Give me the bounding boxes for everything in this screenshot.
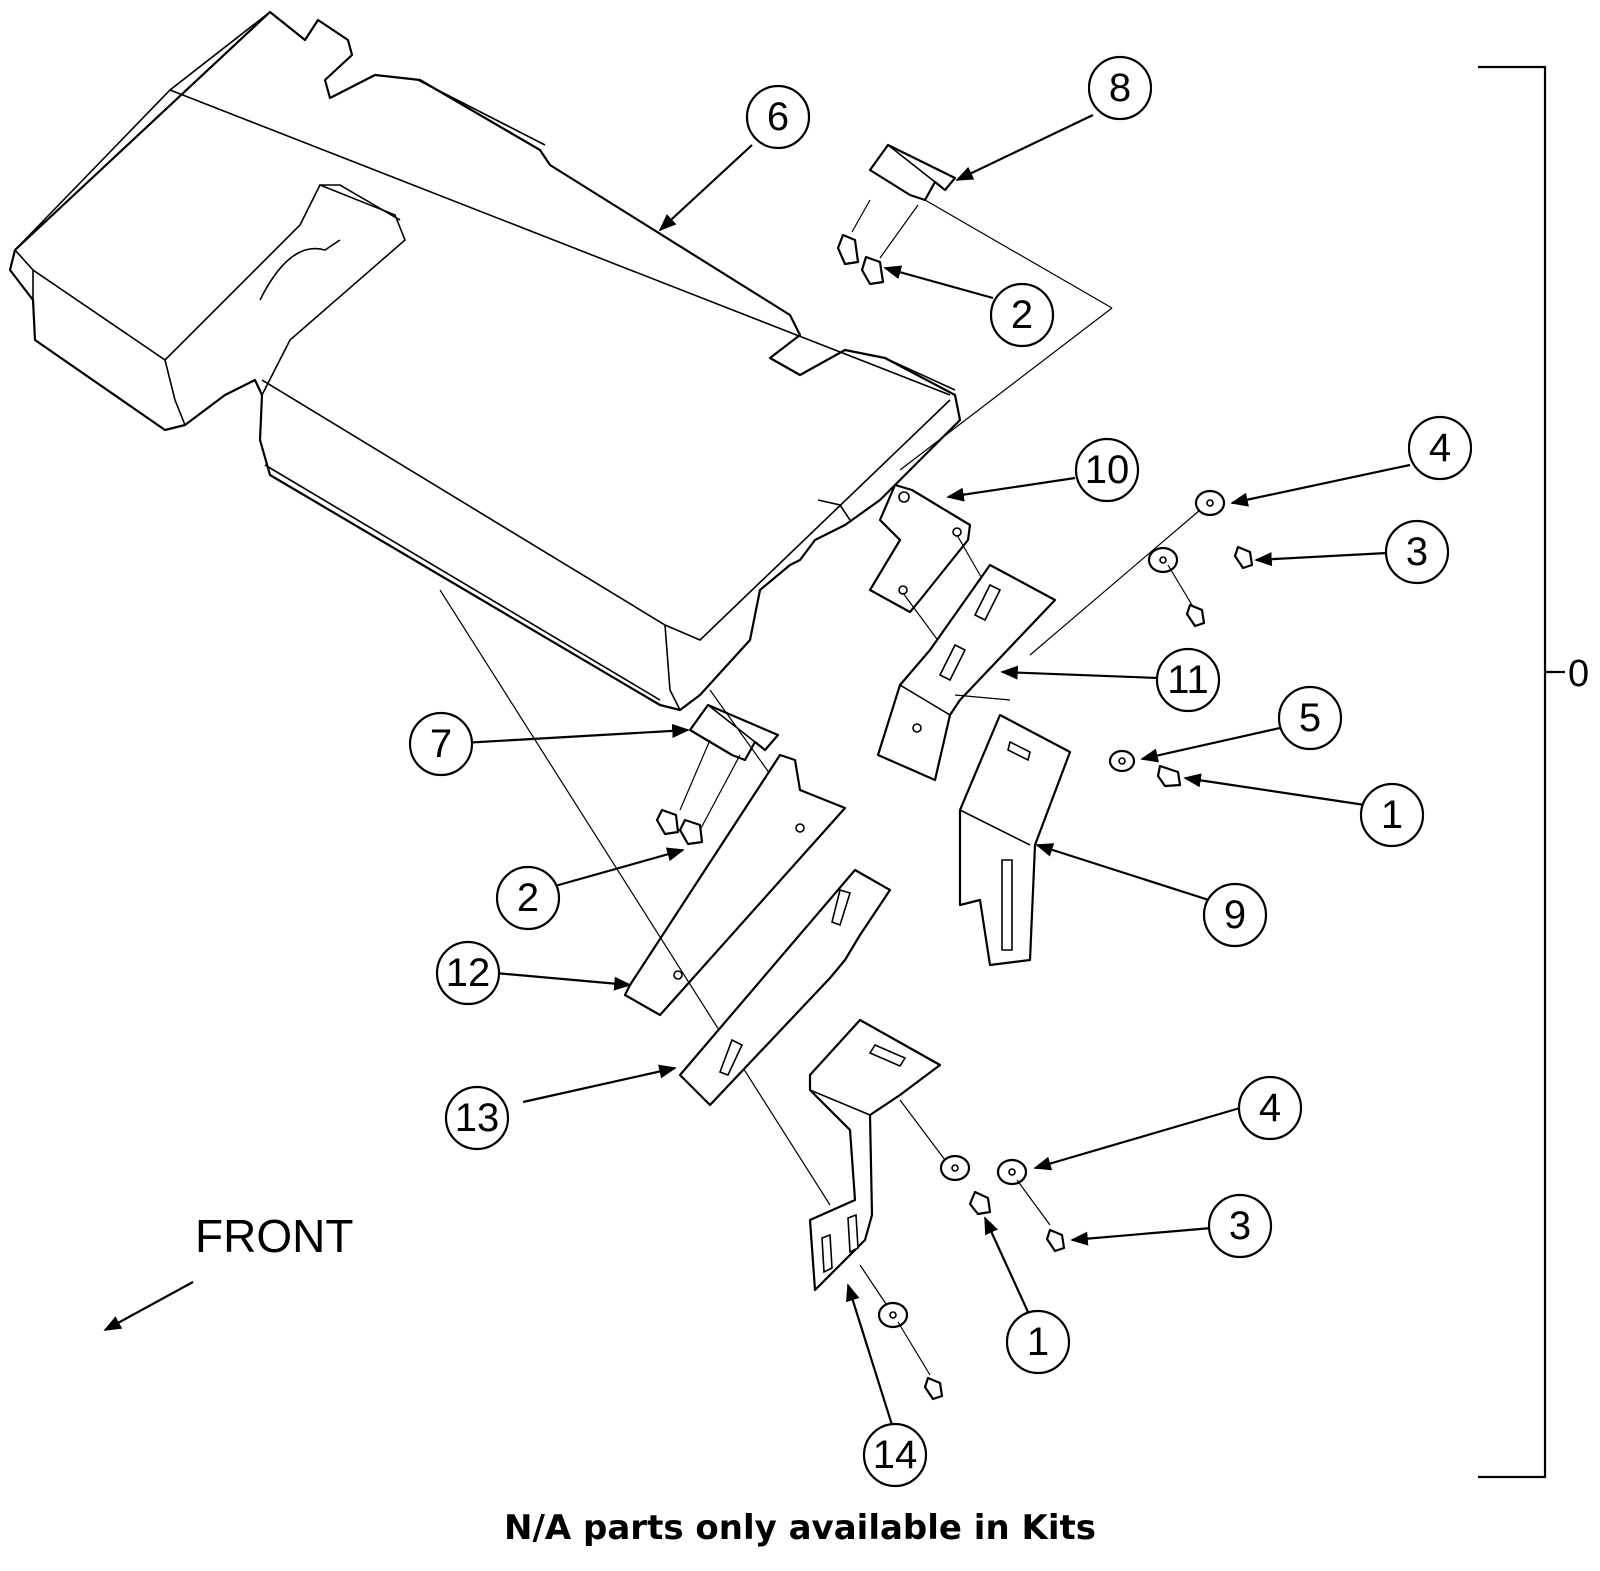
callout-11: 11 — [1155, 647, 1221, 713]
part-1-screw-lower — [968, 1190, 992, 1216]
part-2-screws-top — [836, 233, 885, 286]
svg-text:2: 2 — [517, 876, 539, 920]
callout-7: 7 — [408, 711, 474, 777]
callout-10: 10 — [1074, 437, 1140, 503]
svg-text:3: 3 — [1406, 530, 1428, 574]
part-3-screws-lower — [923, 1228, 1066, 1401]
part-5-washer — [1108, 749, 1136, 773]
callout-1-right: 1 — [1359, 782, 1425, 848]
callout-8: 8 — [1087, 55, 1153, 121]
svg-text:4: 4 — [1429, 426, 1451, 470]
callout-13: 13 — [444, 1085, 510, 1151]
callout-2-lower: 2 — [495, 865, 561, 931]
svg-text:14: 14 — [873, 1433, 918, 1477]
svg-text:2: 2 — [1011, 293, 1033, 337]
assembly-bracket — [1478, 65, 1565, 1479]
front-arrow-icon — [103, 1281, 194, 1331]
callout-14: 14 — [862, 1422, 928, 1488]
callout-4-upper: 4 — [1407, 415, 1473, 481]
svg-text:8: 8 — [1109, 66, 1131, 110]
svg-text:3: 3 — [1229, 1204, 1251, 1248]
part-4-washers-upper — [1147, 489, 1226, 611]
footer-note: N/A parts only available in Kits — [504, 1508, 1096, 1548]
callout-4-lower: 4 — [1237, 1075, 1303, 1141]
svg-text:1: 1 — [1381, 793, 1403, 837]
assembly-label: 0 — [1568, 653, 1589, 695]
svg-text:12: 12 — [446, 951, 491, 995]
callout-3-lower: 3 — [1207, 1193, 1273, 1259]
part-3-screws-upper — [1185, 545, 1254, 628]
leader-lines — [461, 114, 1411, 1426]
callout-2-top: 2 — [989, 282, 1055, 348]
svg-text:11: 11 — [1167, 658, 1209, 702]
callout-6: 6 — [745, 84, 811, 150]
part-10-bracket — [868, 483, 1001, 651]
part-6-cover — [8, 10, 962, 712]
callout-12: 12 — [435, 940, 501, 1006]
svg-text:6: 6 — [767, 95, 789, 139]
part-11-bracket — [876, 509, 1201, 782]
svg-text:4: 4 — [1259, 1086, 1281, 1130]
part-14-bracket — [808, 1018, 946, 1311]
svg-text:7: 7 — [430, 722, 452, 766]
part-1-screw-right — [1156, 764, 1182, 788]
part-13-plate — [678, 868, 892, 1107]
callout-5: 5 — [1277, 685, 1343, 751]
svg-text:9: 9 — [1224, 893, 1246, 937]
svg-text:13: 13 — [455, 1096, 500, 1140]
svg-text:5: 5 — [1299, 696, 1321, 740]
part-12-plate — [439, 589, 847, 1206]
part-4-washers-lower — [877, 1154, 1051, 1376]
front-label: FRONT — [195, 1210, 353, 1262]
part-2-screws-lower — [655, 808, 704, 846]
svg-text:10: 10 — [1085, 448, 1130, 492]
callout-3-upper: 3 — [1384, 519, 1450, 585]
part-9-bracket — [958, 713, 1072, 967]
callout-1-lower: 1 — [1005, 1309, 1071, 1375]
callout-9: 9 — [1202, 882, 1268, 948]
part-8-clip — [851, 143, 1113, 471]
svg-text:1: 1 — [1027, 1320, 1049, 1364]
